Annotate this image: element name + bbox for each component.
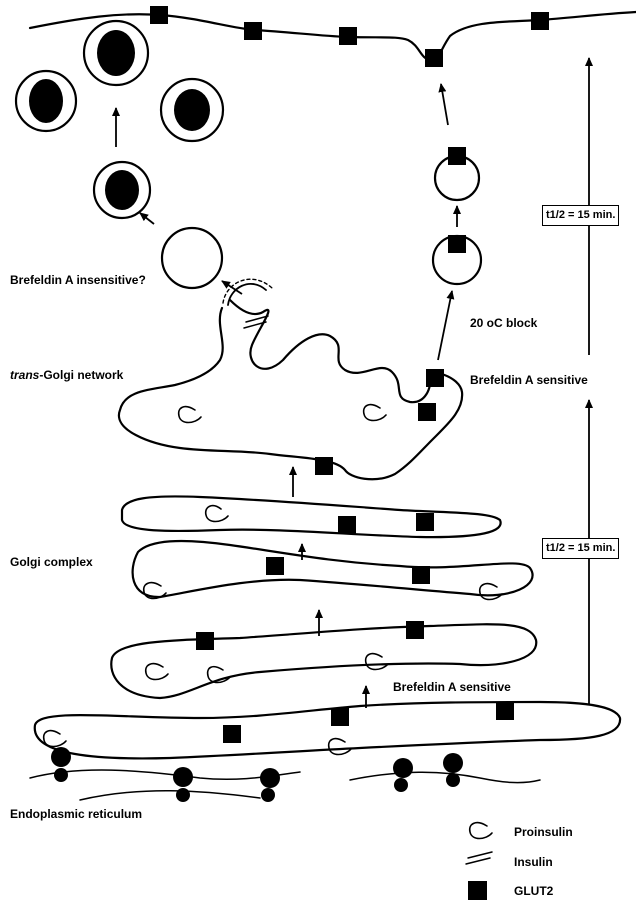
label-endoplasmic-reticulum: Endoplasmic reticulum [10,807,142,821]
ribosome [446,773,460,787]
clathrin-coat [228,284,266,305]
glut2-icon [426,369,444,387]
er-line-right [350,772,540,782]
glut2-icon [331,708,349,726]
glut2-icon [496,702,514,720]
glut2-icon [416,513,434,531]
ribosome [261,788,275,802]
glut2-icon [196,632,214,650]
glut2-icon [418,403,436,421]
legend-proinsulin-label: Proinsulin [514,825,573,839]
glut2-icon [223,725,241,743]
halflife-box-top: t1/2 = 15 min. [542,205,619,226]
golgi-cisterna-2 [133,541,533,597]
golgi-cisterna-1 [122,496,501,537]
glut2-icon [339,27,357,45]
glut2-icon [315,457,333,475]
glut2-icon [406,621,424,639]
glut2-icon [448,147,466,165]
glut2-icon [412,566,430,584]
ribosome [54,768,68,782]
glut2-icon [150,6,168,24]
proinsulin-icon [480,584,502,600]
ribosome [394,778,408,792]
glut2-icon [244,22,262,40]
granule-core-4 [174,89,210,131]
arrow-vesicle-to-membrane [441,84,448,125]
label-brefeldin-insensitive: Brefeldin A insensitive? [10,273,146,287]
label-tgn-prefix: trans [10,368,39,382]
label-golgi-complex: Golgi complex [10,555,93,569]
proinsulin-icon [179,407,201,423]
proinsulin-icon [206,506,228,522]
er-line-middle [80,791,260,800]
legend-insulin-label: Insulin [514,855,553,869]
legend-proinsulin-icon [470,823,492,839]
glut2-icon [425,49,443,67]
proinsulin-icon [364,405,386,421]
ribosome [173,767,193,787]
ribosome [443,753,463,773]
ribosome [260,768,280,788]
legend-insulin-icon [468,852,492,858]
granule-core-1 [105,170,139,210]
glut2-icon [448,235,466,253]
glut2-icon [531,12,549,30]
ribosome [51,747,71,767]
proinsulin-icon [146,664,168,680]
glut2-icon [338,516,356,534]
label-20c-block: 20 oC block [470,316,537,330]
vesicle-open-budding [162,228,222,288]
label-brefeldin-sensitive-bottom: Brefeldin A sensitive [393,680,511,694]
proinsulin-icon [329,739,351,755]
proinsulin-icon [366,654,388,670]
label-tgn-suffix: -Golgi network [39,368,123,382]
legend-glut2-icon [468,881,487,900]
label-brefeldin-sensitive-top: Brefeldin A sensitive [470,373,588,387]
arrow-tgn-to-glut2-vesicle [438,291,452,360]
legend-insulin-icon [466,858,490,864]
arrow-vesicle-to-granule [140,213,154,224]
ribosome [393,758,413,778]
er-line-left [30,770,300,779]
trans-golgi-network [119,300,462,479]
legend-glut2-label: GLUT2 [514,884,553,898]
label-trans-golgi-network: trans-Golgi network [10,368,123,382]
endoplasmic-reticulum [35,702,620,758]
halflife-box-bottom: t1/2 = 15 min. [542,538,619,559]
ribosome [176,788,190,802]
granule-core-3 [29,79,63,123]
proinsulin-icon [44,731,66,747]
glut2-icon [266,557,284,575]
granule-core-2 [97,30,135,76]
